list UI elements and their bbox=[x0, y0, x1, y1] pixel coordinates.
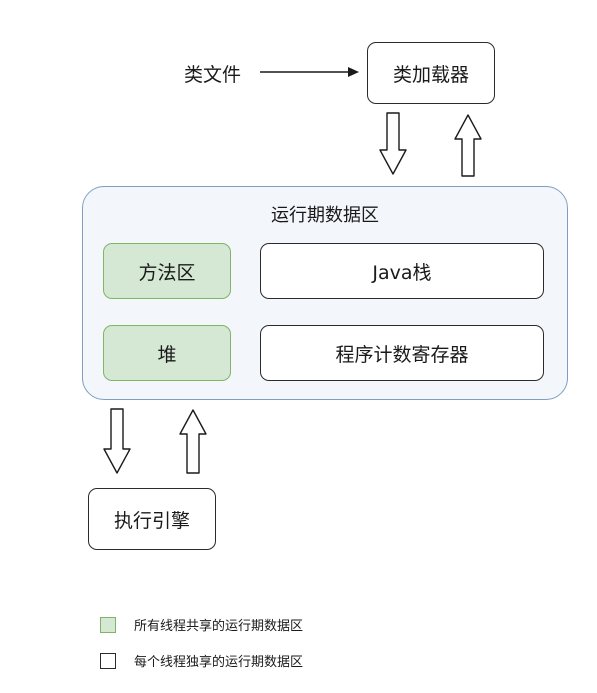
legend-shared: 所有线程共享的运行期数据区 bbox=[100, 615, 303, 634]
java-stack-label: Java栈 bbox=[372, 261, 432, 284]
heap-label: 堆 bbox=[157, 343, 177, 366]
class-file-to-loader-arrow bbox=[260, 67, 359, 77]
legend-private: 每个线程独享的运行期数据区 bbox=[100, 651, 303, 670]
execution-engine-box: 执行引擎 bbox=[88, 488, 216, 550]
class-loader-label: 类加载器 bbox=[392, 63, 469, 86]
runtime-to-engine-down-arrow bbox=[103, 408, 131, 474]
java-stack-box: Java栈 bbox=[260, 243, 544, 299]
execution-engine-label: 执行引擎 bbox=[113, 509, 190, 532]
legend-shared-label: 所有线程共享的运行期数据区 bbox=[134, 619, 304, 634]
runtime-to-loader-up-arrow bbox=[454, 114, 482, 177]
runtime-data-area-title: 运行期数据区 bbox=[271, 205, 379, 226]
method-area-box: 方法区 bbox=[103, 243, 231, 299]
program-counter-label: 程序计数寄存器 bbox=[335, 343, 469, 366]
legend-shared-swatch bbox=[100, 616, 116, 633]
legend-private-label: 每个线程独享的运行期数据区 bbox=[134, 655, 304, 670]
loader-to-runtime-down-arrow bbox=[379, 112, 407, 175]
program-counter-box: 程序计数寄存器 bbox=[260, 325, 544, 381]
class-loader-box: 类加载器 bbox=[367, 42, 495, 104]
method-area-label: 方法区 bbox=[138, 261, 196, 284]
legend-private-swatch bbox=[100, 652, 116, 669]
engine-to-runtime-up-arrow bbox=[179, 409, 207, 474]
class-file-label: 类文件 bbox=[184, 64, 242, 86]
heap-box: 堆 bbox=[103, 325, 231, 381]
